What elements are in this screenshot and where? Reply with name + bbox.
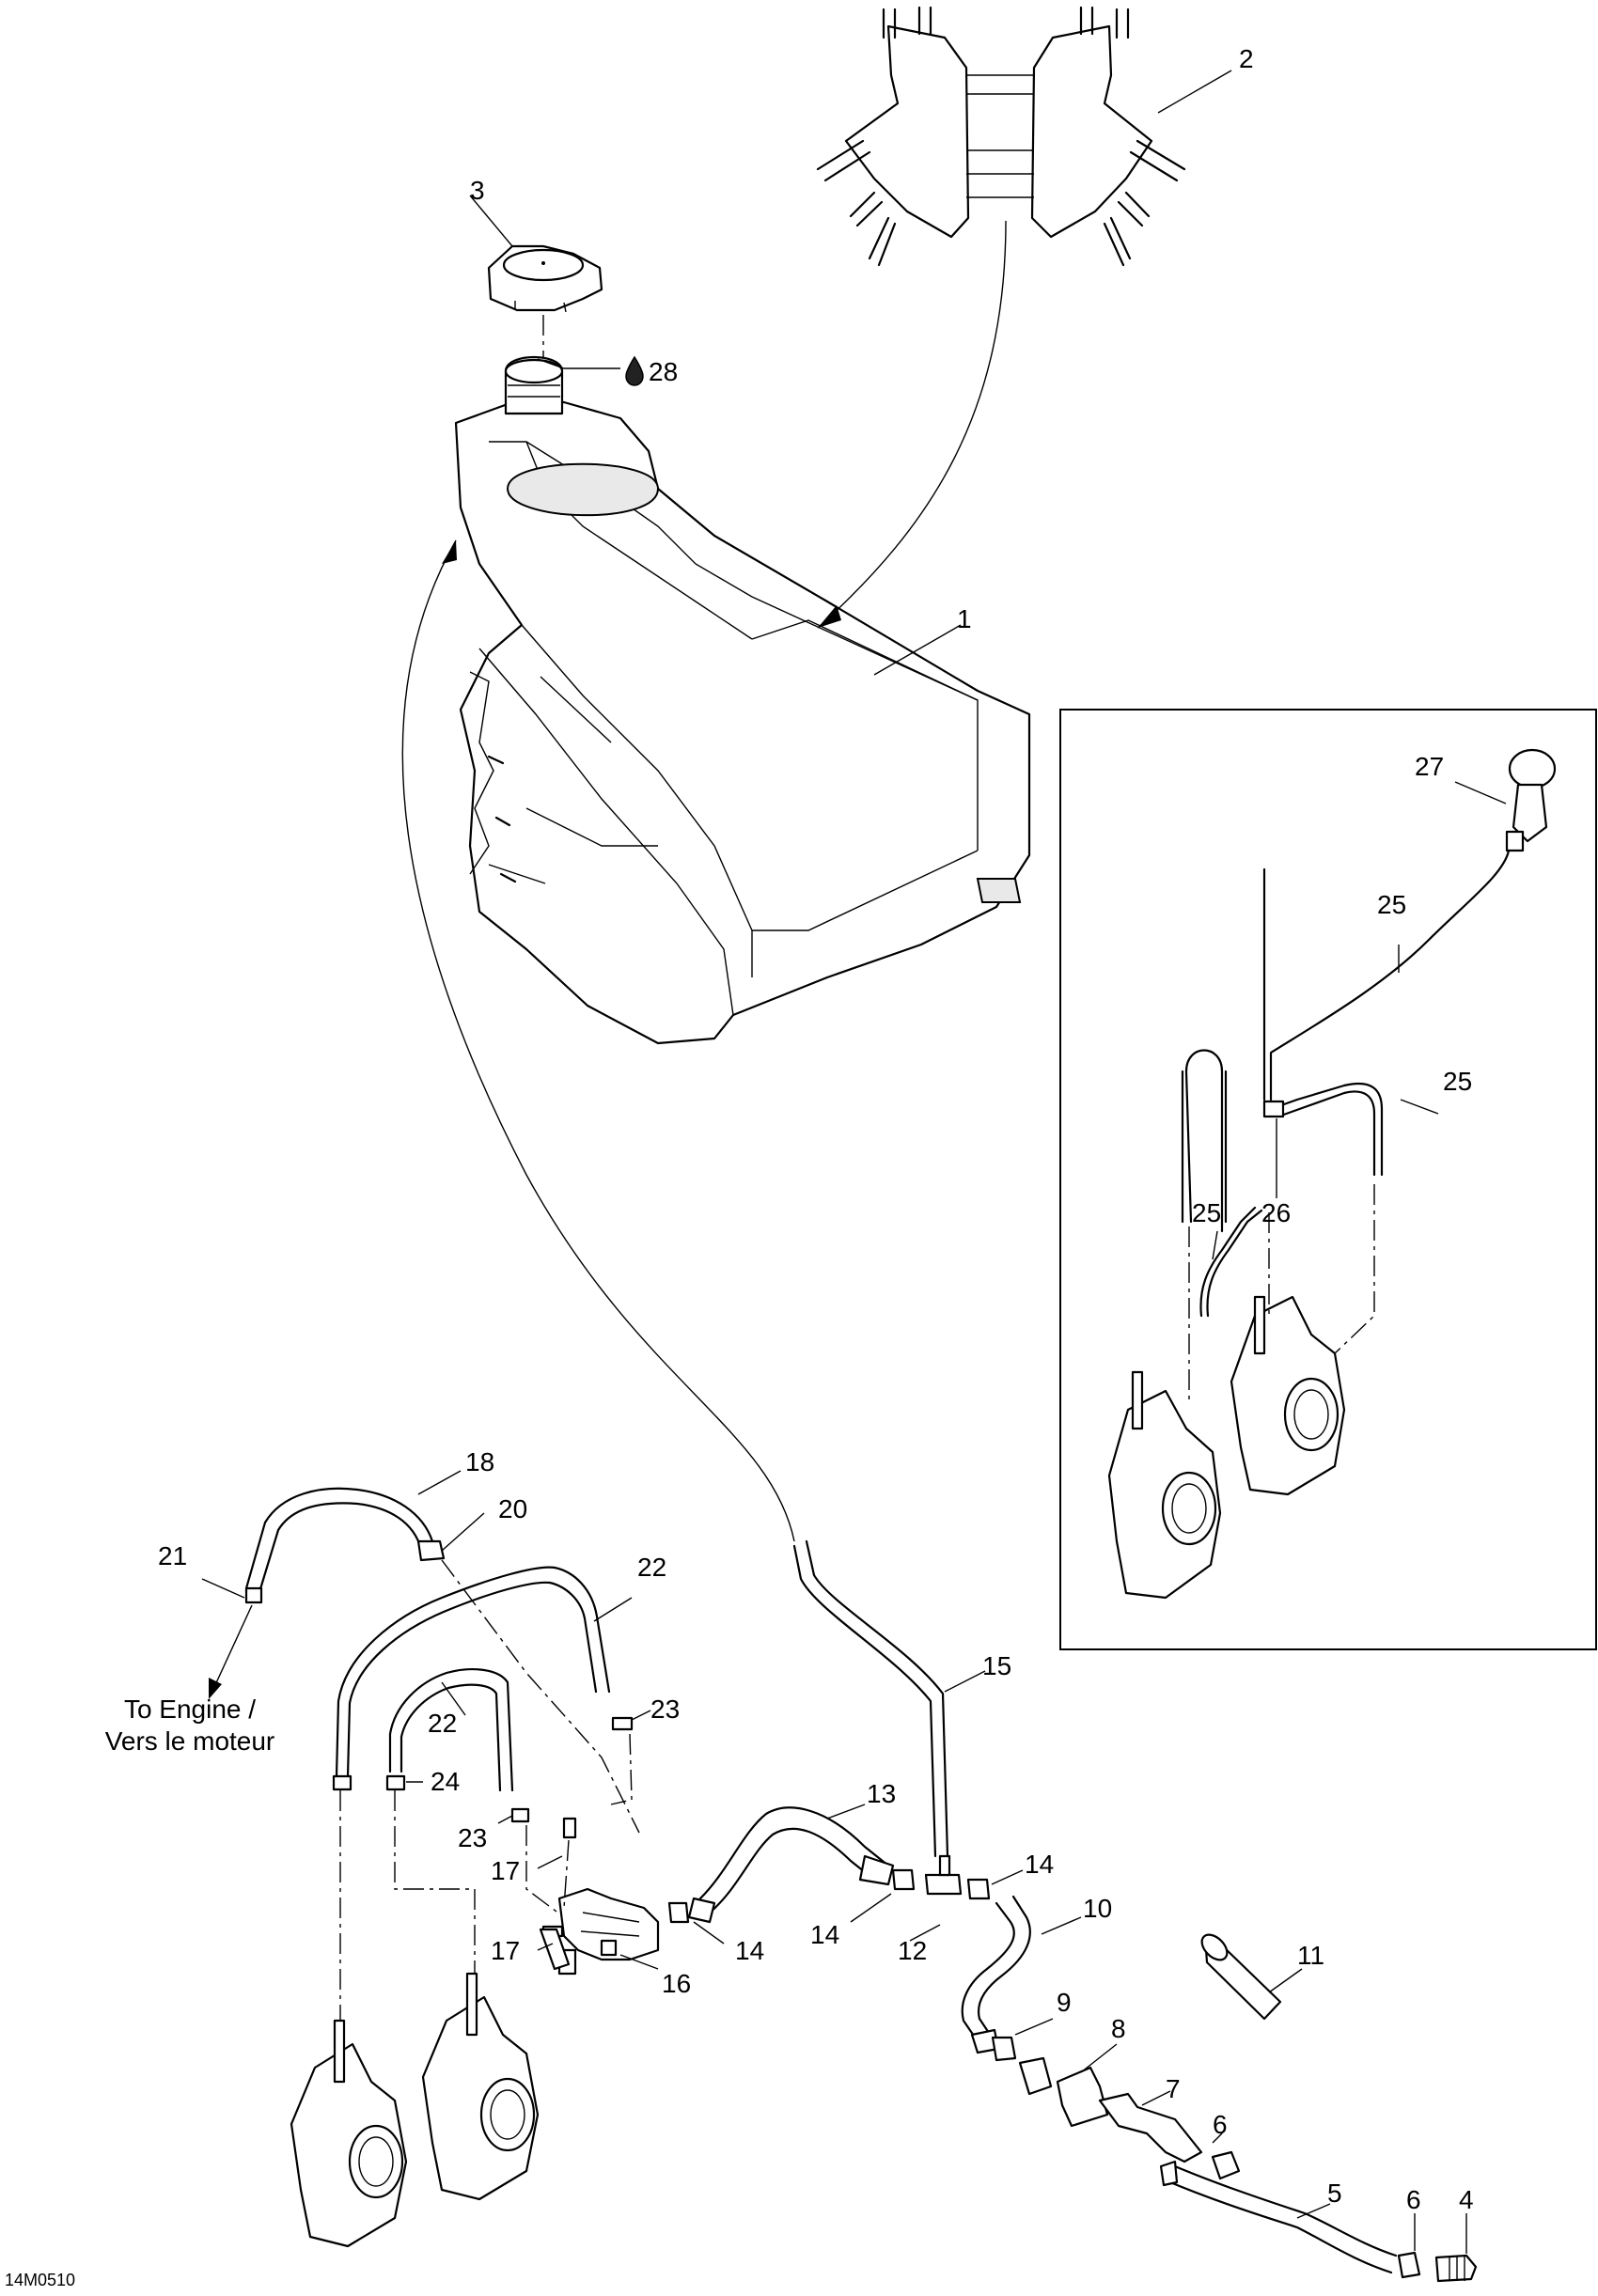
callout-16: 16 (662, 1969, 691, 1998)
leader-27 (1454, 781, 1507, 804)
tank-protector (816, 6, 1186, 267)
engine-note-line2: Vers le moteur (105, 1726, 275, 1756)
leader-17b (537, 1943, 554, 1951)
axis-24b (394, 1790, 476, 1983)
fittings-12-14 (667, 1854, 991, 1924)
hoses-22 (335, 1566, 611, 1792)
callout-20: 20 (498, 1494, 527, 1523)
callout-23a: 23 (650, 1695, 680, 1724)
leader-25c (1212, 1230, 1218, 1260)
callout-14b: 14 (1025, 1850, 1054, 1879)
callout-3: 3 (470, 176, 485, 205)
leader-21 (201, 1578, 245, 1599)
callout-28: 28 (649, 357, 678, 386)
fuel-cap (487, 244, 603, 313)
callout-14c: 14 (735, 1936, 764, 1965)
leader-17a (537, 1855, 563, 1869)
callout-23b: 23 (458, 1823, 487, 1852)
leader-16 (619, 1954, 659, 1970)
leader-5 (1296, 2203, 1331, 2219)
axis-23 (525, 1825, 565, 1918)
leader-22a (593, 1597, 633, 1622)
inset-frame (1059, 709, 1597, 1650)
leader-20 (441, 1512, 485, 1552)
hose-10 (961, 1895, 1031, 2054)
leader-14a (850, 1893, 892, 1923)
leader-15 (944, 1670, 986, 1693)
callout-25a: 25 (1377, 890, 1406, 919)
callout-6a: 6 (1213, 2110, 1228, 2139)
fittings-6-9 (991, 2036, 1241, 2180)
leader-7 (1141, 2090, 1171, 2106)
callout-12: 12 (898, 1936, 927, 1965)
leader-14c (693, 1921, 725, 1945)
leader-12 (909, 1924, 941, 1942)
callout-15: 15 (982, 1651, 1011, 1680)
hose-5 (1159, 2160, 1398, 2274)
oil-drop-icon (625, 355, 644, 386)
leader-13 (826, 1804, 866, 1820)
axis-17 (563, 1839, 570, 1909)
engine-note-line1: To Engine / (124, 1695, 256, 1724)
callout-5: 5 (1327, 2179, 1342, 2208)
leader-23a (631, 1710, 651, 1721)
callout-25b: 25 (1443, 1067, 1472, 1096)
callout-11: 11 (1297, 1941, 1324, 1970)
leader-18 (417, 1470, 462, 1495)
vent-hose-18 (244, 1487, 446, 1604)
spare-hose-11 (1200, 1933, 1282, 2021)
callout-18: 18 (465, 1447, 494, 1476)
clamps (332, 1716, 634, 1823)
primer-assembly (1107, 748, 1557, 1600)
callout-13: 13 (867, 1779, 896, 1808)
arrow-protector-to-tank (817, 220, 1007, 629)
callout-7: 7 (1166, 2074, 1181, 2103)
callout-25c: 25 (1192, 1198, 1221, 1227)
arrow-to-engine (213, 1604, 253, 1688)
leader-6a (1212, 2132, 1223, 2144)
fuel-pump (539, 1817, 660, 1976)
callout-2: 2 (1239, 44, 1254, 73)
leader-22b (441, 1681, 466, 1716)
leader-3 (469, 195, 513, 247)
callout-9: 9 (1057, 1988, 1072, 2017)
callout-17a: 17 (491, 1856, 520, 1885)
callout-22a: 22 (637, 1553, 666, 1582)
callout-10: 10 (1083, 1894, 1112, 1923)
callout-17b: 17 (491, 1936, 520, 1965)
axis-20 (441, 1559, 640, 1834)
leader-9 (1014, 2018, 1054, 2036)
leader-23b (497, 1815, 513, 1824)
leader-28 (537, 358, 620, 369)
hose-15 (792, 1539, 949, 1858)
carburetors (290, 1972, 540, 2248)
callout-22b: 22 (428, 1709, 457, 1738)
callout-6b: 6 (1406, 2185, 1421, 2214)
end-fittings-4-6 (1397, 2251, 1478, 2283)
leader-10 (1041, 1916, 1082, 1935)
axis-23b (610, 1733, 633, 1805)
leader-14b (991, 1869, 1024, 1885)
leader-8 (1080, 2043, 1118, 2073)
leader-2 (1157, 70, 1232, 114)
drawing-code: 14M0510 (5, 2271, 75, 2289)
callout-14a: 14 (810, 1920, 839, 1949)
callout-1: 1 (957, 604, 972, 633)
leader-25b (1400, 1099, 1439, 1115)
callout-24: 24 (431, 1767, 460, 1796)
callout-4: 4 (1459, 2185, 1474, 2214)
callout-26: 26 (1261, 1198, 1291, 1227)
hose-13 (687, 1806, 895, 1924)
fuel-tank (454, 355, 1031, 1045)
leader-11 (1268, 1968, 1303, 1993)
arrow-hose-to-tank (401, 539, 795, 1542)
callout-8: 8 (1111, 2014, 1126, 2043)
callout-21: 21 (158, 1541, 187, 1570)
callout-27: 27 (1415, 752, 1444, 781)
leader-1 (873, 624, 962, 676)
